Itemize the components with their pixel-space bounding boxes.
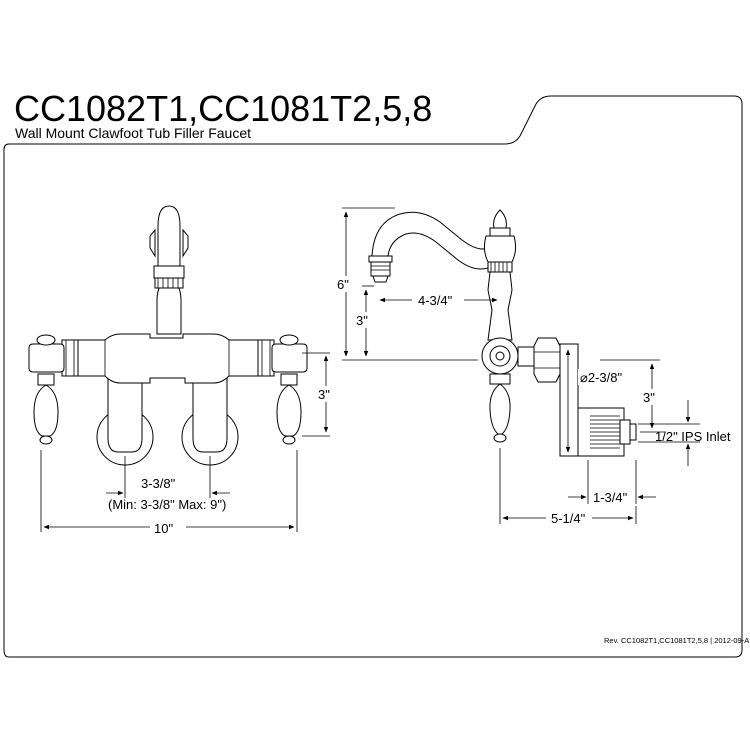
front-handle-height-label: 3": [318, 387, 330, 402]
inlet-size-label: 1/2" IPS Inlet: [655, 429, 731, 444]
side-wall-flange: [559, 343, 579, 457]
spout-drop-label: 3": [356, 313, 368, 328]
spout-upper: [157, 205, 181, 267]
right-supply-arm: [192, 377, 228, 453]
side-dimensions: 6" 3" 4-3/4" ⌀2-3/8" 3" 1/2" IPS Inlet 1: [334, 207, 731, 526]
total-height-label: 6": [337, 277, 349, 292]
inlet-height-label: 3": [643, 390, 655, 405]
spout-reach-label: 4-3/4": [418, 293, 453, 308]
wall-projection-label: 5-1/4": [551, 511, 586, 526]
spout-nozzle: [368, 255, 393, 263]
overall-width-label: 10": [154, 521, 173, 536]
hex-nut: [533, 337, 561, 383]
center-spacing-range-label: (Min: 3-3/8" Max: 9"): [108, 497, 226, 512]
center-spacing-label: 3-3/8": [141, 476, 176, 491]
flange-diameter-label: ⌀2-3/8": [580, 370, 622, 385]
model-title: CC1082T1,CC1081T2,5,8: [14, 88, 432, 129]
right-lever-handle: [271, 334, 308, 445]
side-finial: [493, 209, 507, 229]
left-lever-handle: [28, 334, 65, 445]
front-view-faucet: [28, 205, 308, 466]
product-subtitle: Wall Mount Clawfoot Tub Filler Faucet: [15, 125, 251, 141]
left-supply-arm: [107, 377, 143, 453]
side-view-faucet: [368, 209, 637, 457]
inlet-depth-label: 1-3/4": [593, 490, 628, 505]
spout-column: [156, 285, 182, 335]
side-body-column: [487, 271, 513, 341]
side-lever-handle: [489, 383, 511, 435]
drawing-frame: [3, 95, 743, 658]
front-dimensions: 3" 3-3/8" (Min: 3-3/8" Max: 9") 10": [40, 352, 336, 536]
revision-note: Rev. CC1082T1,CC1081T2,5,8 | 2012-09-A: [604, 636, 749, 645]
